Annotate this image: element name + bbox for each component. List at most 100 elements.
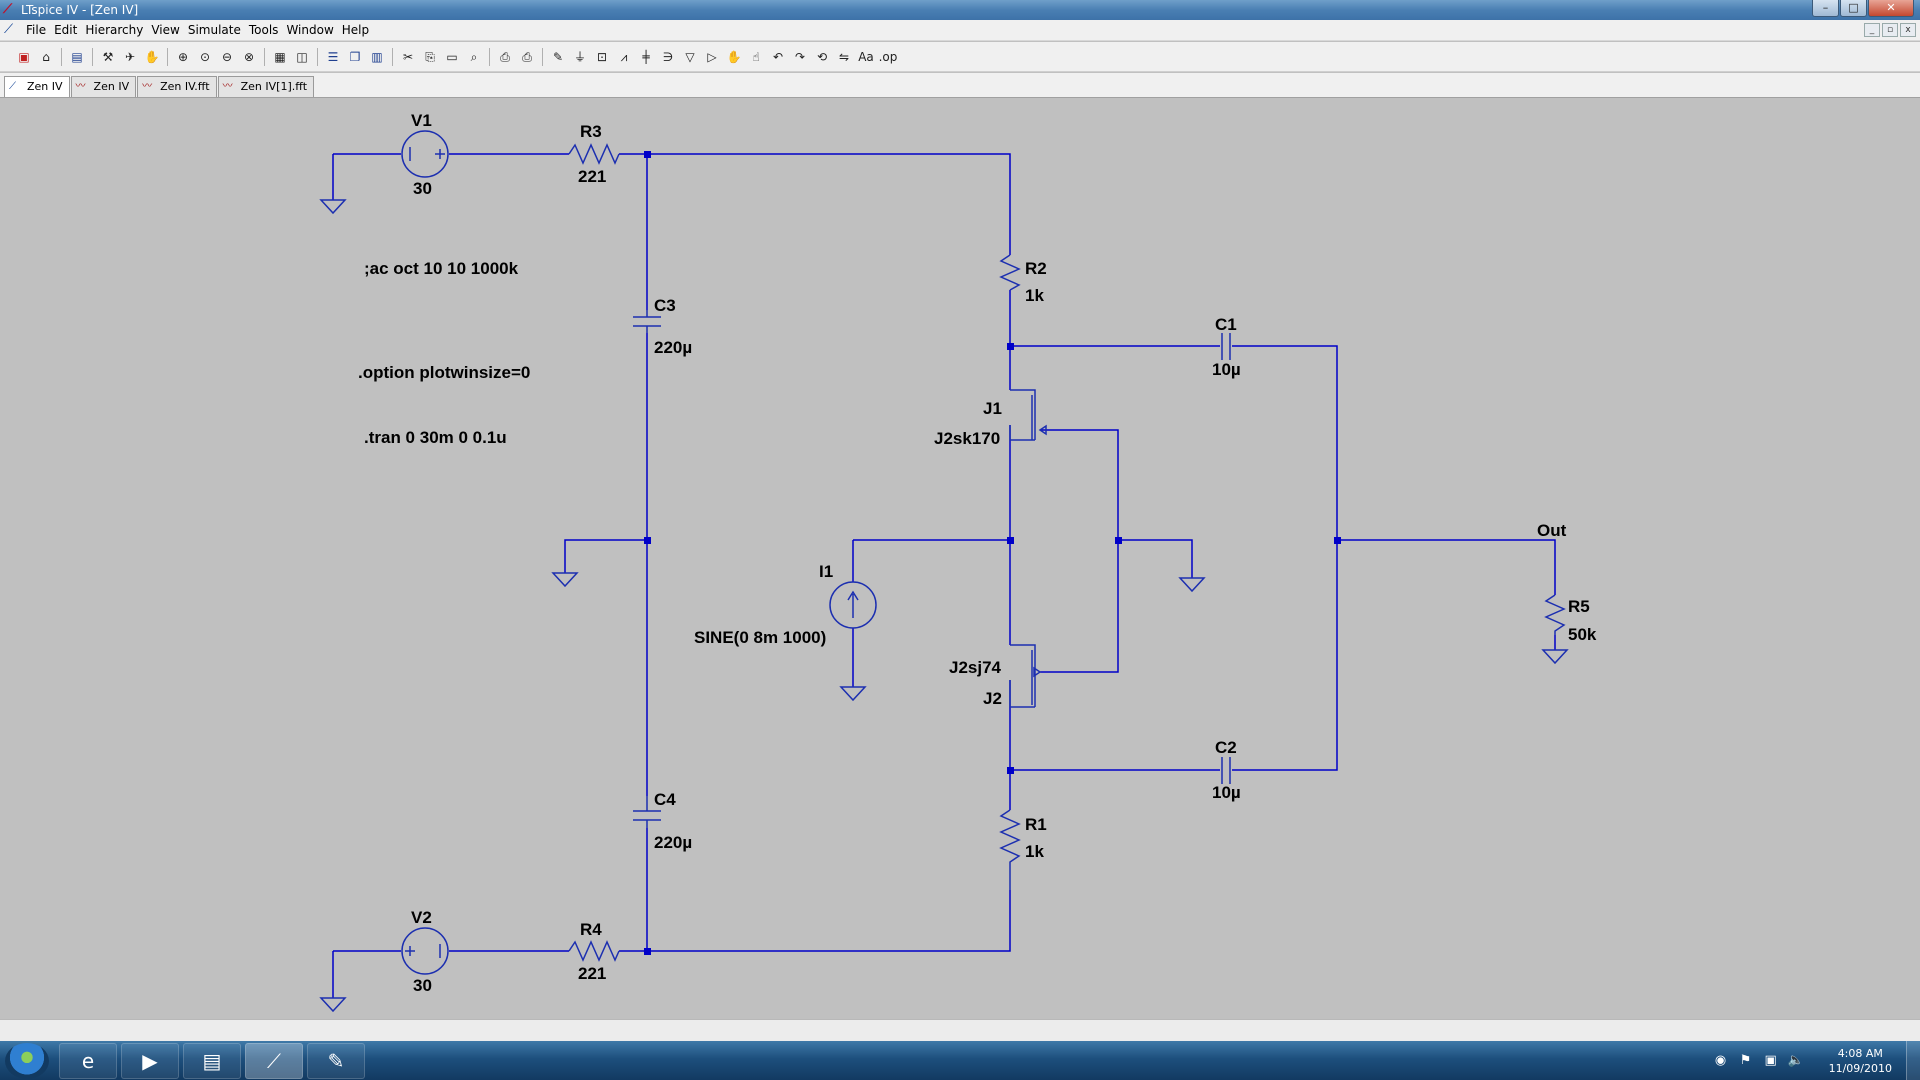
fft-icon[interactable]: ◫ [296,50,308,64]
tran-directive[interactable]: .tran 0 30m 0 0.1u [364,428,507,447]
show-desktop-button[interactable] [1906,1041,1920,1080]
ground-symbol[interactable] [319,997,347,1013]
ground-symbol[interactable] [1178,577,1206,593]
tab-fft-1[interactable]: 〰 Zen IV[1].fft [217,76,315,97]
drag-icon[interactable]: ☝ [752,50,760,64]
autorange-icon[interactable]: ▦ [274,50,286,64]
move-icon[interactable]: ✋ [726,50,742,64]
zoom-out-icon[interactable]: ⊖ [221,50,233,64]
close-button[interactable]: ✕ [1868,0,1914,17]
jfet-j2[interactable] [1009,644,1042,708]
media-player-icon[interactable]: ▶ [121,1043,179,1079]
wires[interactable] [332,153,1556,998]
capacitor-c1[interactable] [1221,333,1231,360]
internet-explorer-icon[interactable]: e [59,1043,117,1079]
component-icon[interactable]: ▷ [707,50,717,64]
tile-vertical-icon[interactable]: ▥ [371,50,383,64]
tile-horizontal-icon[interactable]: ☰ [327,50,339,64]
cascade-icon[interactable]: ❐ [349,50,361,64]
current-source-i1[interactable] [829,581,877,629]
ltspice-icon[interactable]: ⟋ [245,1043,303,1079]
diode-icon[interactable]: ▽ [685,50,695,64]
option-directive[interactable]: .option plotwinsize=0 [358,363,530,382]
spice-directive-icon[interactable]: .op [878,50,898,64]
control-panel-icon[interactable]: ⚒ [102,50,114,64]
schematic-canvas[interactable]: V1 30 R3 221 C3 220µ ;ac oct 10 10 1000k… [0,99,1920,1019]
mdi-close-button[interactable]: x [1900,23,1916,37]
new-schematic-icon[interactable]: ▣ [18,50,30,64]
resistor-r2[interactable] [999,254,1021,291]
menu-help[interactable]: Help [341,23,370,37]
network-icon[interactable]: ▣ [1764,1052,1777,1068]
menu-simulate[interactable]: Simulate [187,23,241,37]
paste-icon[interactable]: ▭ [446,50,458,64]
ac-directive[interactable]: ;ac oct 10 10 1000k [364,259,519,278]
resistor-r4[interactable] [568,940,620,962]
volume-icon[interactable]: 🔈 [1787,1052,1804,1068]
ground-symbol[interactable] [319,199,347,215]
clock[interactable]: 4:08 AM 11/09/2010 [1829,1046,1892,1076]
out-net-label[interactable]: Out [1537,521,1567,540]
resistor-r1[interactable] [999,809,1021,890]
tab-schematic[interactable]: ⟋ Zen IV [4,76,70,97]
i1-value: SINE(0 8m 1000) [694,628,826,647]
inductor-icon[interactable]: ∋ [662,50,674,64]
minimize-button[interactable]: – [1812,0,1839,17]
text-icon[interactable]: Aa [858,50,874,64]
mdi-restore-button[interactable]: ▫ [1882,23,1898,37]
resistor-r5[interactable] [1544,594,1566,635]
ltspice-app-icon[interactable]: ⟋ [3,2,13,17]
print-icon[interactable]: ⎙ [522,50,532,64]
folder-icon[interactable]: ▤ [183,1043,241,1079]
toolbar-separator [167,48,168,66]
cut-icon[interactable]: ✂ [402,50,414,64]
resistor-icon[interactable]: ⩘ [620,50,628,64]
print-setup-icon[interactable]: ⎙ [500,50,510,64]
find-icon[interactable]: ⌕ [470,50,478,64]
tab-fft[interactable]: 〰 Zen IV.fft [137,76,217,97]
ground-symbol[interactable] [839,686,867,702]
capacitor-icon[interactable]: ╪ [642,50,650,64]
jfet-j1[interactable] [1009,389,1047,441]
start-button[interactable] [5,1043,49,1079]
zoom-in-icon[interactable]: ⊕ [177,50,189,64]
menu-edit[interactable]: Edit [54,23,78,37]
pan-icon[interactable]: ⊙ [199,50,211,64]
undo-icon[interactable]: ↶ [772,50,784,64]
toolbar-separator [392,48,393,66]
resistor-r3[interactable] [568,143,620,165]
wire-icon[interactable]: ✎ [552,50,564,64]
maximize-button[interactable]: □ [1840,0,1867,17]
menu-hierarchy[interactable]: Hierarchy [85,23,144,37]
copy-icon[interactable]: ⎘ [425,50,435,64]
rotate-icon[interactable]: ⟲ [816,50,828,64]
capacitor-c3[interactable] [633,310,661,333]
mirror-icon[interactable]: ⇋ [838,50,850,64]
capacitor-c2[interactable] [1221,757,1231,784]
halt-icon[interactable]: ✋ [144,50,160,64]
voltage-source-v2[interactable] [401,927,449,975]
menu-window[interactable]: Window [286,23,334,37]
zoom-fit-icon[interactable]: ⊗ [243,50,255,64]
antivirus-icon[interactable]: ◉ [1714,1052,1727,1068]
action-center-flag-icon[interactable]: ⚑ [1739,1052,1752,1068]
r2-name: R2 [1025,259,1047,278]
run-icon[interactable]: ✈ [124,50,136,64]
menu-view[interactable]: View [151,23,180,37]
redo-icon[interactable]: ↷ [794,50,806,64]
ground-symbol[interactable] [551,572,579,588]
document-menu-icon[interactable]: ⟋ [4,22,14,37]
menu-file[interactable]: File [26,23,47,37]
paint-icon[interactable]: ✎ [307,1043,365,1079]
open-icon[interactable]: ⌂ [42,50,50,64]
ground-icon[interactable]: ⏚ [573,50,586,64]
save-icon[interactable]: ▤ [71,50,83,64]
label-net-icon[interactable]: ⊡ [596,50,608,64]
horizontal-scrollbar[interactable] [0,1019,1920,1041]
capacitor-c4[interactable] [633,796,661,828]
ground-symbol[interactable] [1541,649,1569,665]
menu-tools[interactable]: Tools [248,23,279,37]
voltage-source-v1[interactable] [401,130,449,178]
mdi-minimize-button[interactable]: _ [1864,23,1880,37]
tab-waveform[interactable]: 〰 Zen IV [70,76,137,97]
